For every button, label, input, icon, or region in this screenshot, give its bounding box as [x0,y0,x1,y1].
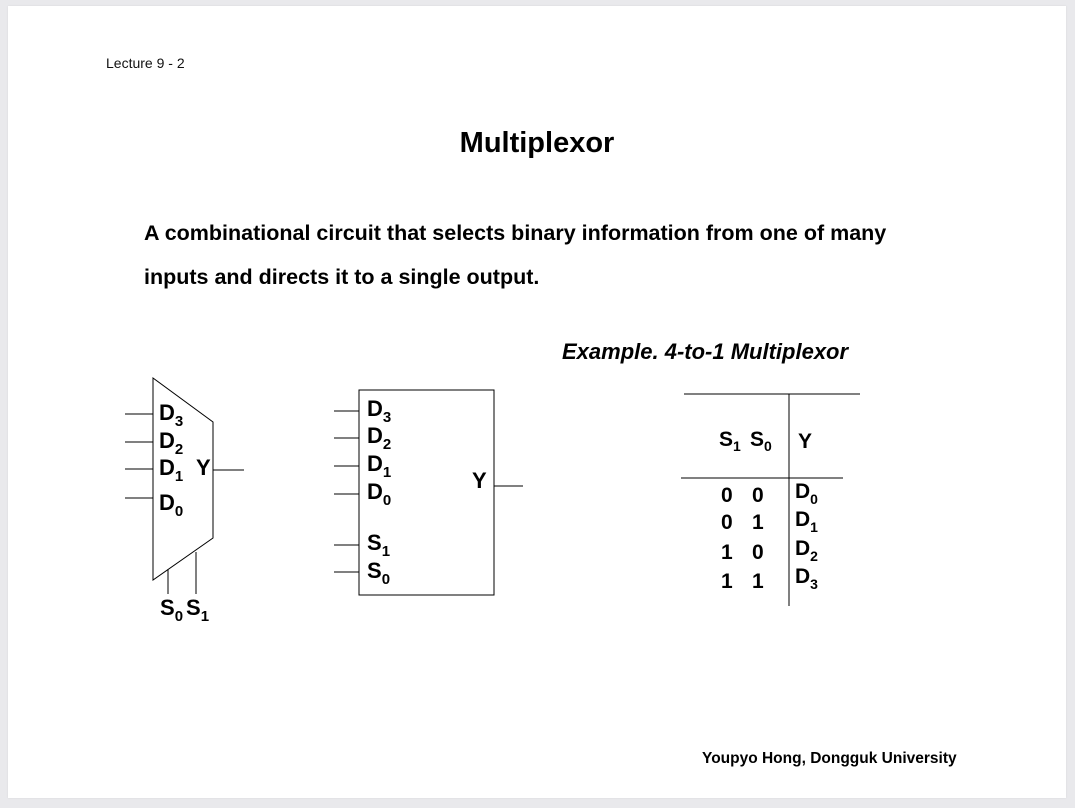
mux-trapezoid-symbol [125,377,244,594]
footer-credit: Youpyo Hong, Dongguk University [702,750,957,767]
truth-table-row-3-s0: 0 [752,541,764,564]
truth-table-row-2-y: D1 [795,508,818,535]
mux-input-label-d0: D0 [159,490,183,520]
mux-select-label-s0: S0 [160,595,183,625]
truth-table-row-1-s1: 0 [721,484,733,507]
truth-table-header-y: Y [798,430,812,453]
truth-table [681,393,860,606]
truth-table-row-2-s0: 1 [752,511,764,534]
mux-output-label: Y [196,455,211,480]
definition-line-2: inputs and directs it to a single output… [144,265,540,289]
truth-table-header-s1: S1 [719,428,741,454]
block-input-label-d0: D0 [367,479,391,509]
truth-table-header-s0: S0 [750,428,772,454]
mux-trapezoid-outline [152,377,214,581]
example-caption: Example. 4-to-1 Multiplexor [562,339,849,364]
truth-table-row-3-s1: 1 [721,541,733,564]
block-output-label: Y [472,468,487,493]
diagrams-canvas: D3 D2 D1 D0 Y S0 S1 D3 D2 D1 D0 S1 S0 Y [125,377,860,625]
slide-page: Lecture 9 - 2 Multiplexor A combinationa… [8,6,1066,798]
mux-block-outline [358,389,495,596]
truth-table-row-4-y: D3 [795,565,818,592]
lecture-label: Lecture 9 - 2 [106,55,185,71]
block-select-label-s1: S1 [367,530,390,560]
mux-select-label-s1: S1 [186,595,209,625]
block-input-label-d1: D1 [367,451,391,481]
truth-table-row-4-s0: 1 [752,570,764,593]
mux-input-label-d3: D3 [159,400,183,430]
truth-table-row-4-s1: 1 [721,570,733,593]
mux-block-diagram [334,389,523,596]
truth-table-row-2-s1: 0 [721,511,733,534]
truth-table-row-1-s0: 0 [752,484,764,507]
block-select-label-s0: S0 [367,558,390,588]
definition-text: A combinational circuit that selects bin… [144,211,1004,299]
block-input-label-d3: D3 [367,396,391,426]
mux-input-label-d2: D2 [159,428,183,458]
block-input-label-d2: D2 [367,423,391,453]
truth-table-row-3-y: D2 [795,537,818,564]
truth-table-row-1-y: D0 [795,480,818,507]
mux-input-label-d1: D1 [159,455,183,485]
slide-title: Multiplexor [459,127,615,159]
definition-line-1: A combinational circuit that selects bin… [144,221,887,245]
